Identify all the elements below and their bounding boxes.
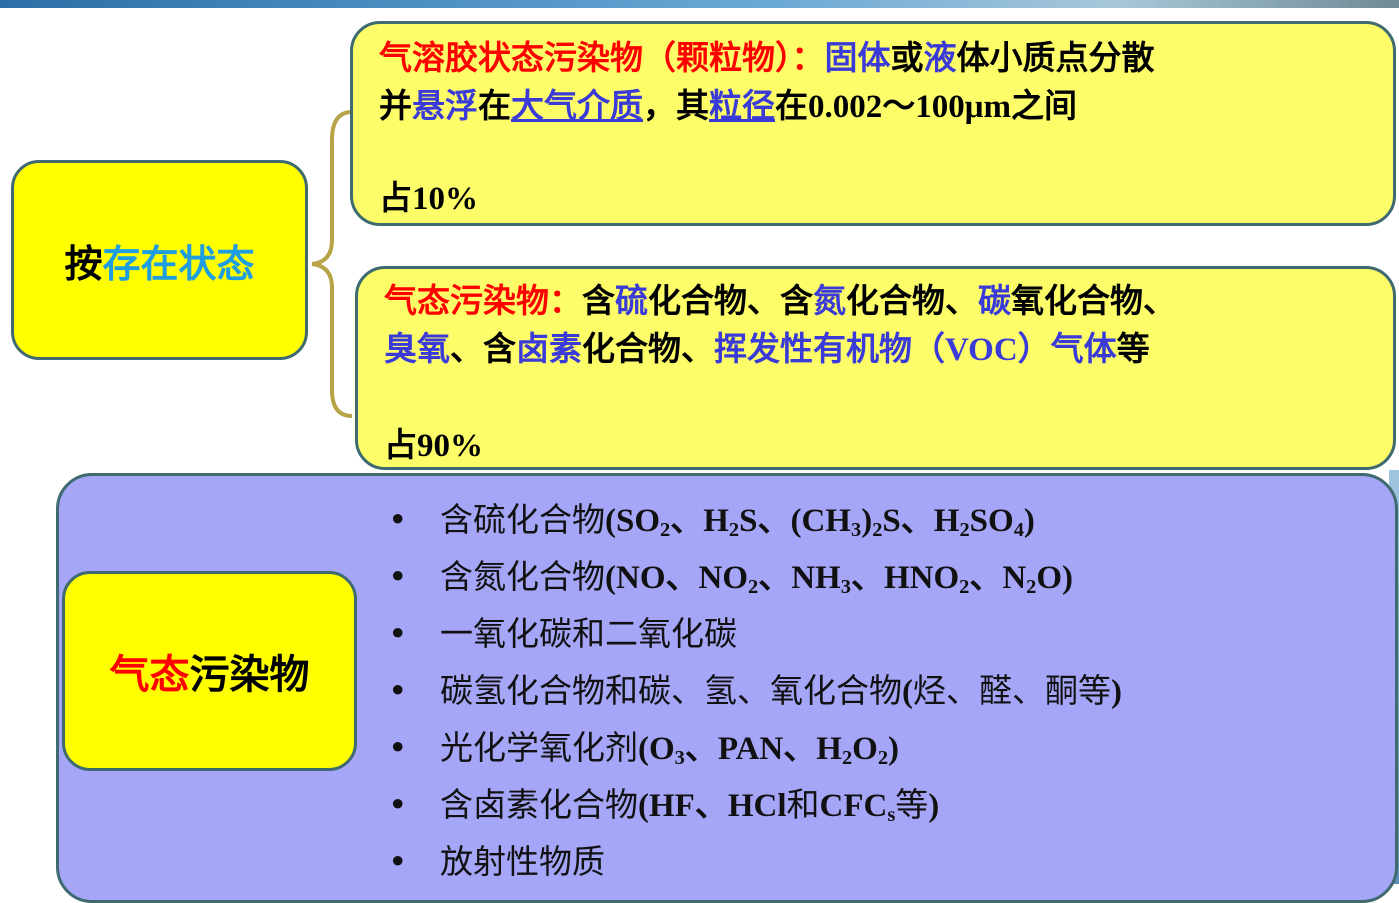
list-item: • 含硫化合物(SO2、H2S、(CH3)2S、H2SO4)	[380, 494, 1122, 551]
item-text: 含硫化合物	[440, 500, 605, 539]
text-voc-cn: 挥发性有机物（	[714, 329, 945, 368]
text-liquid: 液	[923, 38, 957, 77]
particle-size-range: 0.002～100μm	[808, 89, 1011, 125]
text-sulfur: 硫	[615, 281, 648, 320]
bullet-icon: •	[388, 614, 408, 653]
list-item: • 含卤素化合物(HF、HCl和CFCs等)	[380, 779, 1122, 836]
text-suspend: 悬浮	[412, 86, 478, 125]
bullet-icon: •	[388, 557, 408, 596]
category-label-prefix: 按	[64, 241, 103, 286]
top-decor-bar	[0, 0, 1399, 8]
brace-connector	[311, 110, 353, 418]
text-nitrogen: 氮	[813, 281, 846, 320]
list-item: • 含氮化合物(NO、NO2、NH3、HNO2、N2O)	[380, 551, 1122, 608]
text-etc: 等	[1116, 329, 1150, 368]
gaseous-pollutant-box: 气态污染物：含硫化合物、含氮化合物、碳氧化合物、 臭氧、含卤素化合物、挥发性有机…	[355, 266, 1396, 470]
item-text: 含卤素化合物	[440, 785, 638, 824]
category-label-main: 存在状态	[102, 241, 255, 286]
share-prefix: 占	[384, 425, 417, 464]
bullet-icon: •	[388, 842, 408, 881]
text-halogen: 卤素	[516, 329, 582, 368]
list-item: • 一氧化碳和二氧化碳	[380, 608, 1122, 665]
bullet-icon: •	[388, 728, 408, 767]
item-formula: (O3、PAN、H2O2)	[638, 731, 900, 770]
text-dispersed: 体小质点分散	[956, 38, 1155, 77]
text-g1: 含	[582, 281, 615, 320]
text-medium: 大气介质	[511, 86, 643, 125]
item-text: 光化学氧化剂	[440, 728, 638, 767]
text-diameter: 粒径	[709, 86, 775, 125]
item-examples: 烃、醛、酮等	[913, 671, 1111, 710]
text-g5: 化合物、	[846, 281, 978, 320]
item-formula: (HF、HCl	[638, 788, 787, 824]
text-gas: ）气体	[1017, 329, 1117, 368]
bullet-icon: •	[388, 671, 408, 710]
text-and: 和	[786, 785, 820, 824]
list-item: • 碳氢化合物和碳、氢、氧化合物(烃、醛、酮等)	[380, 665, 1122, 722]
list-item: • 光化学氧化剂(O3、PAN、H2O2)	[380, 722, 1122, 779]
gaseous-pollutant-list: • 含硫化合物(SO2、H2S、(CH3)2S、H2SO4) • 含氮化合物(NO、…	[380, 494, 1122, 893]
item-text: 一氧化碳和二氧化碳	[440, 614, 737, 653]
item-formula-cfc: CFC	[819, 788, 888, 824]
text-in: 在	[478, 86, 511, 125]
particulate-share: 占10%	[379, 174, 478, 223]
particulate-title: 气溶胶状态污染物（颗粒物）：	[379, 38, 825, 77]
gaseous-description: 气态污染物：含硫化合物、含氮化合物、碳氧化合物、 臭氧、含卤素化合物、挥发性有机…	[384, 277, 1384, 374]
list-item: • 放射性物质	[380, 836, 1122, 893]
text-g3: 化合物、含	[648, 281, 813, 320]
subscript: s	[887, 804, 896, 827]
text-between: 之间	[1010, 86, 1077, 125]
text-and: 并	[379, 86, 412, 125]
bullet-icon: •	[388, 785, 408, 824]
particulate-pollutant-box: 气溶胶状态污染物（颗粒物）：固体或液体小质点分散 并悬浮在大气介质，其粒径在0.…	[350, 21, 1396, 226]
text-carbon: 碳	[978, 281, 1011, 320]
text-solid: 固体	[824, 38, 891, 77]
text-its: ，其	[643, 86, 709, 125]
gaseous-label-box: 气态污染物	[62, 571, 357, 771]
text-or: 或	[890, 38, 924, 77]
text-g11: 化合物、	[582, 329, 714, 368]
paren-close: )	[928, 788, 940, 824]
gas-label-black: 污染物	[189, 652, 310, 698]
share-value: 10%	[412, 181, 478, 217]
item-text: 含氮化合物	[440, 557, 605, 596]
item-text: 放射性物质	[440, 842, 605, 881]
gaseous-title: 气态污染物：	[384, 281, 582, 320]
text-g9: 、含	[450, 329, 516, 368]
share-value: 90%	[417, 428, 483, 464]
text-g7: 氧化合物、	[1011, 281, 1176, 320]
particulate-description: 气溶胶状态污染物（颗粒物）：固体或液体小质点分散 并悬浮在大气介质，其粒径在0.…	[379, 34, 1379, 131]
text-voc: VOC	[945, 332, 1018, 368]
gaseous-share: 占90%	[384, 421, 483, 470]
category-label-box: 按存在状态	[11, 160, 308, 360]
text-at: 在	[775, 86, 808, 125]
item-text: 碳氢化合物和碳、氢、氧化合物	[440, 671, 902, 710]
paren-open: (	[902, 674, 913, 710]
gas-label-red: 气态	[109, 652, 190, 698]
item-formula: (SO2、H2S、(CH3)2S、H2SO4)	[605, 503, 1035, 542]
item-formula: (NO、NO2、NH3、HNO2、N2O)	[605, 560, 1074, 599]
text-ozone: 臭氧	[384, 329, 450, 368]
bullet-icon: •	[388, 500, 408, 539]
paren-close: )	[1111, 674, 1122, 710]
text-etc: 等	[895, 785, 929, 824]
share-prefix: 占	[379, 178, 412, 217]
